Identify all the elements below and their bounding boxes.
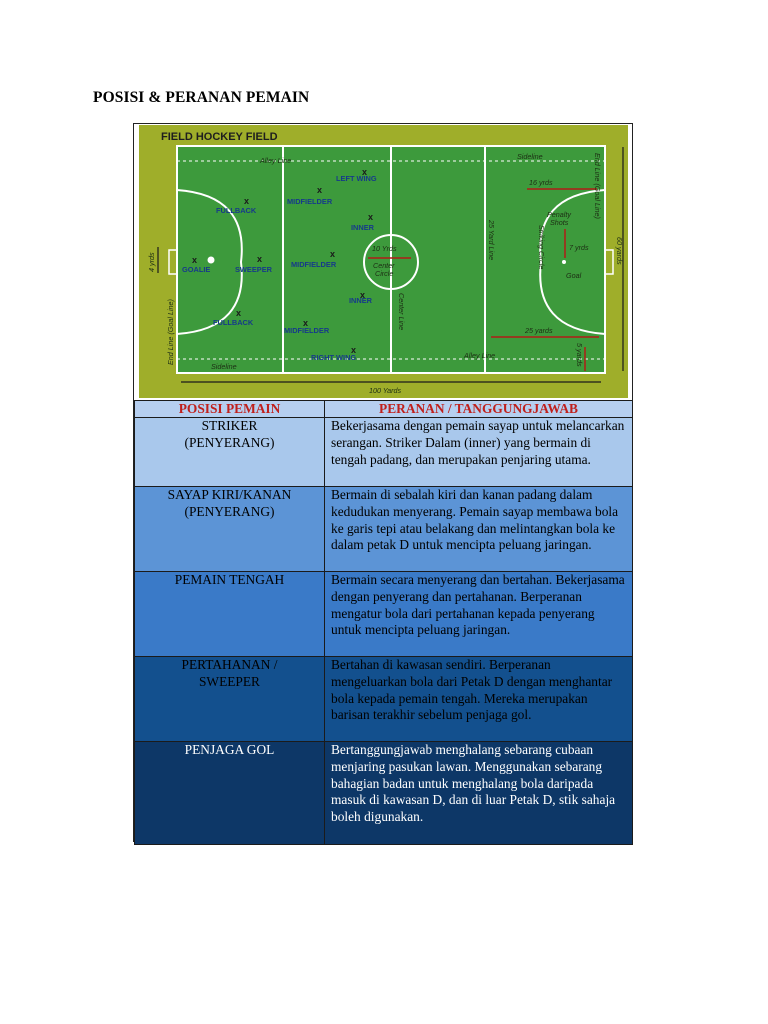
left-striking-circle [176, 189, 243, 335]
label-alley-line-bottom: Alley Line [463, 351, 495, 360]
label-25-yards: 25 yards [524, 326, 553, 335]
table-header-row: POSISI PEMAIN PERANAN / TANGGUNGJAWAB [134, 400, 633, 418]
header-role: PERANAN / TANGGUNGJAWAB [324, 400, 633, 418]
label-center-line: Center Line [397, 293, 406, 330]
cell-position: PERTAHANAN /SWEEPER [134, 656, 325, 742]
marker-sweeper: x [257, 254, 262, 264]
label-25-yard-line: 25 Yard Line [487, 219, 496, 260]
label-midfielder-bottom: MIDFIELDER [284, 326, 330, 335]
marker-goalie: x [192, 255, 197, 265]
marker-midfielder-center: x [330, 249, 335, 259]
marker-midfielder-top: x [317, 185, 322, 195]
marker-fullback-bottom: x [236, 308, 241, 318]
cell-position: SAYAP KIRI/KANAN(PENYERANG) [134, 486, 325, 572]
label-end-line-left: End Line (Goal Line) [166, 299, 175, 365]
label-center-circle-b: Center [373, 261, 395, 270]
label-fullback-bottom: FULLBACK [213, 318, 254, 327]
cell-position: STRIKER(PENYERANG) [134, 417, 325, 487]
table-row: PEMAIN TENGAH Bermain secara menyerang d… [134, 571, 633, 657]
label-right-wing: RIGHT WING [311, 353, 356, 362]
document-title: POSISI & PERANAN PEMAIN [93, 89, 310, 106]
cell-position: PENJAGA GOL [134, 741, 325, 845]
marker-fullback-top: x [244, 196, 249, 206]
field-heading: FIELD HOCKEY FIELD [161, 131, 278, 143]
cell-role: Bekerjasama dengan pemain sayap untuk me… [324, 417, 633, 487]
marker-inner-top: x [368, 212, 373, 222]
right-striking-circle [539, 189, 606, 335]
marker-midfielder-bottom: x [303, 318, 308, 328]
table-body: STRIKER(PENYERANG) Bekerjasama dengan pe… [134, 417, 633, 845]
cell-position: PEMAIN TENGAH [134, 571, 325, 657]
table-row: PENJAGA GOL Bertanggungjawab menghalang … [134, 741, 633, 845]
cell-role: Bertanggungjawab menghalang sebarang cub… [324, 741, 633, 845]
label-5-yards: 5 yards [575, 343, 584, 367]
label-inner-bottom: INNER [349, 296, 373, 305]
label-center-circle-c: Circle [375, 269, 393, 278]
label-alley-line-top: Alley Line [259, 156, 291, 165]
label-goal: Goal [566, 271, 582, 280]
label-sweeper: SWEEPER [235, 265, 273, 274]
field-hockey-diagram: FIELD HOCKEY FIELD x x x x x x x x x x x… [139, 125, 628, 398]
label-penalty-a: Penalty [547, 210, 571, 219]
label-4-yards: 4 yrds [147, 252, 156, 272]
marker-inner-bottom: x [360, 290, 365, 300]
label-inner-top: INNER [351, 223, 375, 232]
label-fullback-top: FULLBACK [216, 206, 257, 215]
label-left-wing: LEFT WING [336, 174, 377, 183]
table-row: PERTAHANAN /SWEEPER Bertahan di kawasan … [134, 656, 633, 742]
label-center-circle-a: 10 Yrds [372, 244, 397, 253]
right-goal [604, 249, 614, 275]
label-7-yards: 7 yrds [569, 243, 589, 252]
label-sideline-top: Sideline [517, 152, 543, 161]
cell-role: Bermain di sebalah kiri dan kanan padang… [324, 486, 633, 572]
label-penalty-b: Shots [550, 218, 569, 227]
marker-right-wing: x [351, 345, 356, 355]
penalty-spot [562, 260, 566, 264]
cell-role: Bermain secara menyerang dan bertahan. B… [324, 571, 633, 657]
header-position: POSISI PEMAIN [134, 400, 325, 418]
label-sideline-bottom: Sideline [211, 362, 237, 371]
roles-table: POSISI PEMAIN PERANAN / TANGGUNGJAWAB ST… [134, 400, 633, 845]
label-striking-circle: Striking Circle [537, 225, 546, 269]
table-row: SAYAP KIRI/KANAN(PENYERANG) Bermain di s… [134, 486, 633, 572]
label-end-line-right: End Line (Goal Line) [593, 153, 602, 219]
label-midfielder-center: MIDFIELDER [291, 260, 337, 269]
table-row: STRIKER(PENYERANG) Bekerjasama dengan pe… [134, 417, 633, 487]
ball-icon [207, 256, 215, 264]
label-midfielder-top: MIDFIELDER [287, 197, 333, 206]
cell-role: Bertahan di kawasan sendiri. Berperanan … [324, 656, 633, 742]
label-60-yards: 60 yards [615, 237, 624, 265]
label-100-yards: 100 Yards [369, 386, 402, 395]
left-goal [168, 249, 178, 275]
label-goalie: GOALIE [182, 265, 210, 274]
marker-left-wing: x [362, 167, 367, 177]
content-box: FIELD HOCKEY FIELD x x x x x x x x x x x… [133, 123, 633, 845]
label-16-yards: 16 yrds [529, 178, 553, 187]
center-circle [363, 234, 419, 290]
